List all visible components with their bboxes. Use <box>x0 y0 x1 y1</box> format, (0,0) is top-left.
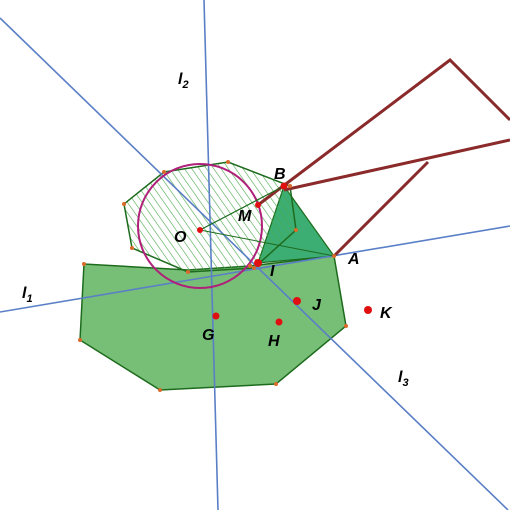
label-m: M <box>238 208 252 225</box>
label-g: G <box>202 327 214 344</box>
dark-red-construction <box>257 58 510 207</box>
axis-line-l3 <box>0 17 509 510</box>
label-l2: l2 <box>178 71 189 91</box>
segment-o-a <box>199 229 335 257</box>
point-i[interactable] <box>254 259 262 267</box>
dark-red-line-b-right <box>283 138 510 192</box>
point-j[interactable] <box>293 297 301 305</box>
label-l3: l3 <box>398 369 409 389</box>
point-h[interactable] <box>275 318 283 326</box>
point-k[interactable] <box>364 306 372 314</box>
point-m[interactable] <box>255 202 261 208</box>
label-k: K <box>380 305 393 322</box>
label-a: A <box>347 251 360 268</box>
label-h: H <box>268 333 280 350</box>
magenta-circle <box>137 163 263 289</box>
label-b: B <box>274 166 286 183</box>
vertex-dots <box>78 160 348 392</box>
dark-red-line-a-up <box>332 160 430 258</box>
label-j: J <box>312 297 322 314</box>
point-o[interactable] <box>197 227 203 233</box>
axis-line-l2 <box>203 0 219 510</box>
point-b[interactable] <box>280 182 288 190</box>
label-o: O <box>174 229 187 246</box>
point-g[interactable] <box>212 312 220 320</box>
label-i: I <box>270 263 275 280</box>
label-l1: l1 <box>22 285 33 305</box>
segment-o-b <box>199 185 285 231</box>
